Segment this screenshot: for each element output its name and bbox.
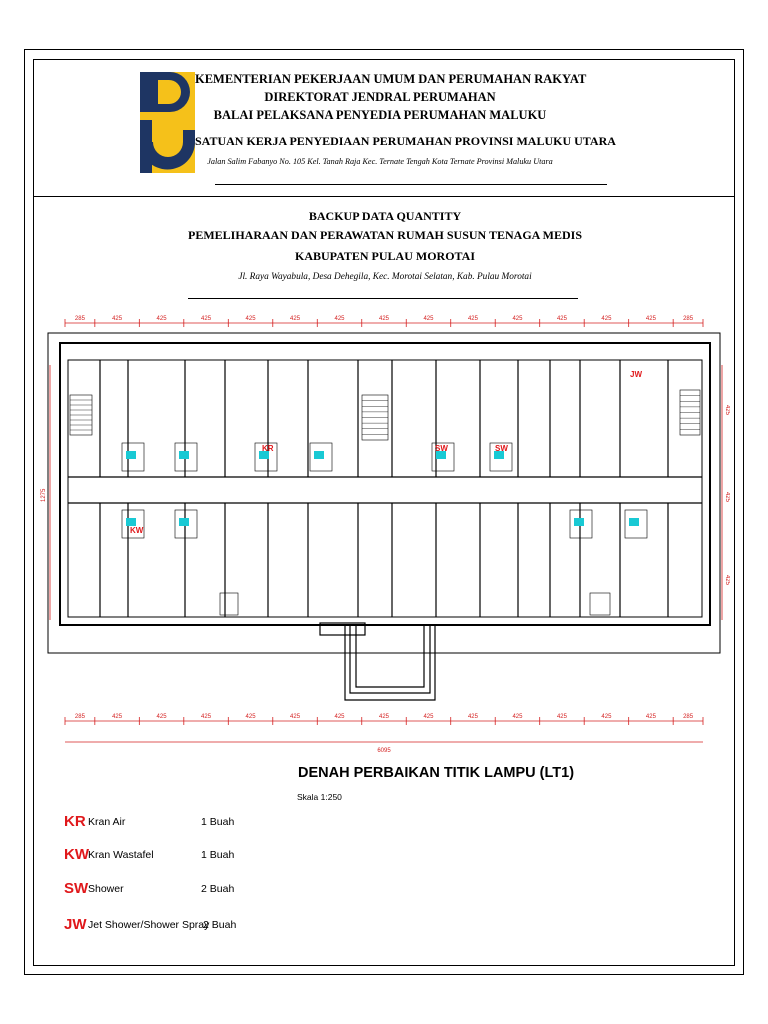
- dimension-label: 425: [157, 316, 168, 322]
- right-dimension-2: 425: [724, 492, 730, 503]
- fixture-icon: [126, 451, 136, 459]
- plan-scale: Skala 1:250: [297, 792, 342, 802]
- title-address: Jl. Raya Wayabula, Desa Dehegila, Kec. M…: [238, 272, 532, 282]
- marker-kr: KR: [262, 444, 274, 453]
- bathroom: [174, 509, 198, 539]
- legend-label: Jet Shower/Shower Spray: [88, 919, 210, 931]
- fixture-icon: [179, 518, 189, 526]
- right-dimension-1: 425: [724, 405, 730, 416]
- dimension-label: 425: [512, 714, 523, 720]
- dimension-label: 425: [201, 316, 212, 322]
- dimension-bottom: 285 425 425 425 425 425 425 425 425 425 425 425 425 4…: [64, 714, 704, 725]
- total-dimension: 6095: [377, 748, 391, 754]
- pupr-logo-icon: [140, 72, 195, 173]
- right-dimension-3: 425: [724, 575, 730, 586]
- dimension-label: 425: [646, 316, 657, 322]
- dimension-label: 425: [379, 316, 390, 322]
- dimension-label: 425: [157, 714, 168, 720]
- bathroom: [489, 442, 513, 472]
- dimension-label: 425: [601, 316, 612, 322]
- legend-item-sw: SW Shower 2 Buah: [64, 880, 364, 902]
- fixture-icon: [314, 451, 324, 459]
- dimension-label: 425: [335, 714, 346, 720]
- legend-code: KW: [64, 846, 89, 863]
- dimension-label: 425: [201, 714, 212, 720]
- legend-qty: 2 Buah: [203, 919, 237, 931]
- bathroom: [624, 509, 648, 539]
- dimension-label: 425: [557, 316, 568, 322]
- fixture-icon: [436, 451, 446, 459]
- dimension-label: 425: [246, 714, 257, 720]
- bathroom: [569, 509, 593, 539]
- header-separator: [33, 196, 735, 197]
- fixture-icon: [629, 518, 639, 526]
- marker-kw: KW: [130, 526, 144, 535]
- legend-label: Shower: [88, 883, 124, 895]
- marker-sw-2: SW: [495, 444, 508, 453]
- title-line1: BACKUP DATA QUANTITY: [308, 209, 462, 223]
- inner-frame: [33, 59, 735, 966]
- header-ministry: KEMENTERIAN PEKERJAAN UMUM DAN PERUMAHAN…: [195, 72, 587, 86]
- dimension-label: 425: [112, 316, 123, 322]
- dimension-label: 425: [646, 714, 657, 720]
- header-directorate: DIREKTORAT JENDRAL PERUMAHAN: [264, 90, 496, 104]
- dimension-label: 425: [468, 714, 479, 720]
- fixture-icon: [179, 451, 189, 459]
- bathroom: [254, 442, 278, 472]
- header-address: Jalan Salim Fabanyo No. 105 Kel. Tanah R…: [207, 157, 553, 166]
- dimension-label: 425: [601, 714, 612, 720]
- fixture-icon: [259, 451, 269, 459]
- header-balai: BALAI PELAKSANA PENYEDIA PERUMAHAN MALUK…: [213, 108, 547, 122]
- dimension-label: 285: [75, 316, 86, 322]
- title-underline: [188, 298, 578, 299]
- floor-plan: 285 425 425 425 425 425 425 425 425 425 425 425 425 4…: [41, 316, 730, 754]
- header-satker: SATUAN KERJA PENYEDIAAN PERUMAHAN PROVIN…: [195, 134, 616, 148]
- legend-item-kr: KR Kran Air 1 Buah: [64, 813, 364, 835]
- legend-item-kw: KW Kran Wastafel 1 Buah: [64, 846, 364, 868]
- legend-code: SW: [64, 880, 89, 897]
- bathroom: [121, 442, 145, 472]
- dimension-label: 425: [379, 714, 390, 720]
- legend-item-jw: JW Jet Shower/Shower Spray 2 Buah: [64, 916, 364, 938]
- dimension-label: 425: [423, 316, 434, 322]
- bathroom: [309, 442, 333, 472]
- legend-qty: 1 Buah: [201, 816, 235, 828]
- dimension-label: 425: [112, 714, 123, 720]
- legend-qty: 1 Buah: [201, 849, 235, 861]
- fixture-icon: [494, 451, 504, 459]
- outer-frame: [24, 49, 744, 975]
- dimension-label: 425: [335, 316, 346, 322]
- fixture-icon: [126, 518, 136, 526]
- dimension-label: 425: [468, 316, 479, 322]
- left-dimension: 1275: [41, 488, 47, 502]
- dimension-label: 285: [683, 316, 694, 322]
- dimension-top: 285 425 425 425 425 425 425 425 425 425 425 425 425 4…: [64, 316, 704, 327]
- title-line2: PEMELIHARAAN DAN PERAWATAN RUMAH SUSUN T…: [187, 228, 583, 242]
- dimension-label: 285: [683, 714, 694, 720]
- legend-qty: 2 Buah: [201, 883, 235, 895]
- legend-code: KR: [64, 813, 86, 830]
- dimension-label: 425: [512, 316, 523, 322]
- fixture-icon: [574, 518, 584, 526]
- dimension-label: 285: [75, 714, 86, 720]
- dimension-label: 425: [290, 316, 301, 322]
- dimension-label: 425: [557, 714, 568, 720]
- legend-label: Kran Wastafel: [88, 849, 154, 861]
- dimension-label: 425: [423, 714, 434, 720]
- bathroom: [174, 442, 198, 472]
- title-line3: KABUPATEN PULAU MOROTAI: [295, 249, 475, 263]
- header-underline: [215, 184, 607, 185]
- dimension-label: 425: [246, 316, 257, 322]
- legend-code: JW: [64, 916, 87, 933]
- plan-title: DENAH PERBAIKAN TITIK LAMPU (LT1): [298, 765, 575, 781]
- marker-sw-1: SW: [435, 444, 448, 453]
- bathroom: [431, 442, 455, 472]
- dimension-label: 425: [290, 714, 301, 720]
- legend-label: Kran Air: [88, 816, 126, 828]
- bathroom: [121, 509, 145, 539]
- marker-jw: JW: [630, 370, 642, 379]
